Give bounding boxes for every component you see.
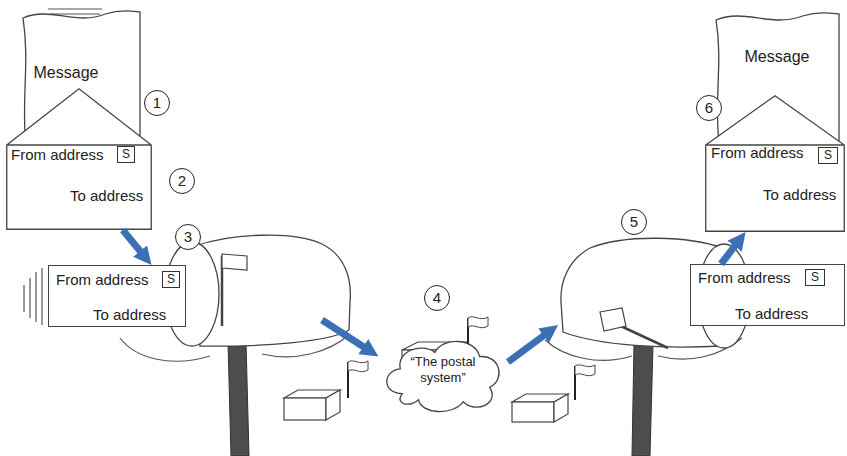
envelope-text: From address: [698, 269, 798, 287]
envelope: From address To address S: [48, 265, 186, 327]
motion-line: [35, 272, 36, 322]
callout-number: 4: [424, 285, 450, 311]
envelope-text: From address: [11, 146, 116, 164]
cloud-text: “The postal system”: [393, 354, 493, 386]
envelope: From address To address S: [690, 264, 845, 326]
stamp-letter: S: [163, 272, 179, 287]
stamp-letter: S: [806, 270, 824, 285]
mailbox-flag: [600, 308, 626, 331]
motion-line: [23, 285, 24, 312]
callout-number: 6: [696, 95, 722, 121]
envelope-text: From address: [56, 271, 156, 289]
flow-arrow: [322, 320, 370, 351]
motion-lines: [24, 268, 42, 325]
cloud-path: [387, 341, 499, 411]
mailbox-post: [632, 344, 653, 456]
envelope: From address To address S: [705, 95, 845, 232]
paper-path: [716, 13, 839, 144]
stamp-letter: S: [819, 148, 837, 163]
postal-cloud: “The postal system”: [382, 332, 504, 412]
callout-number: 5: [621, 209, 647, 235]
stamp-box: S: [805, 269, 825, 286]
flow-arrow: [123, 230, 145, 257]
envelope-text: To address: [93, 306, 183, 324]
motion-line: [29, 278, 30, 318]
package-front: [512, 402, 554, 422]
stamp-box: S: [162, 271, 180, 288]
flow-arrow: [508, 331, 550, 362]
package-side: [554, 394, 568, 422]
package-front: [284, 398, 326, 420]
callout-number: 3: [175, 224, 201, 250]
flow-arrow: [721, 240, 740, 264]
packages: [284, 342, 568, 422]
callout-number: 2: [169, 168, 195, 194]
flag: [348, 361, 368, 372]
mailbox-post: [228, 342, 249, 456]
envelope-text: To address: [70, 187, 150, 205]
flag: [468, 317, 488, 328]
stack-line: [50, 13, 100, 14]
envelope-text: To address: [763, 186, 843, 204]
package-side: [326, 390, 340, 420]
message-text: Message: [20, 64, 112, 82]
stamp-letter: S: [118, 147, 134, 162]
message-text: Message: [713, 48, 841, 66]
envelope-text: To address: [735, 305, 835, 323]
house-path: [7, 89, 152, 230]
stamp-box: S: [117, 146, 135, 163]
motion-line: [41, 268, 42, 325]
envelope: From address To address S: [6, 88, 152, 230]
flag: [575, 365, 595, 376]
callout-number: 1: [144, 90, 170, 116]
stamp-box: S: [818, 147, 838, 164]
mailbox-flag: [222, 254, 247, 270]
stack-line: [48, 8, 102, 9]
envelope-text: From address: [711, 144, 811, 162]
